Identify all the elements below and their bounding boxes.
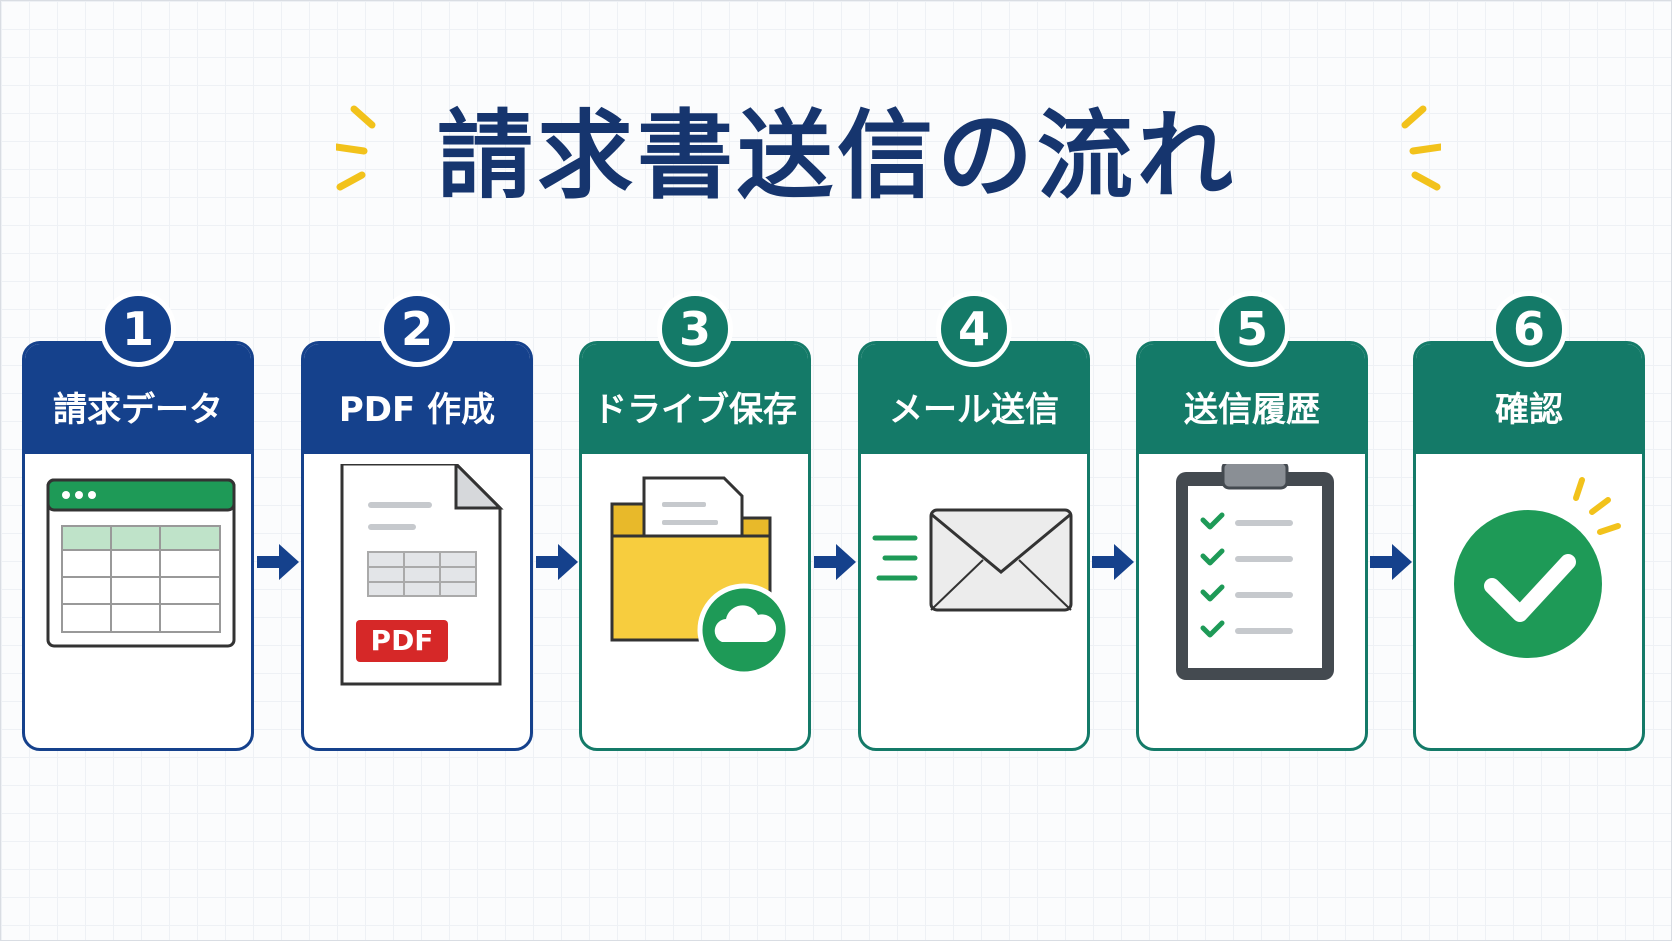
step-5: 送信履歴 5 [1136, 291, 1368, 751]
flow-arrow-icon [1370, 544, 1412, 580]
step-4: メール送信 4 [858, 291, 1090, 751]
step-card: ドライブ保存 [579, 341, 811, 751]
step-6: 確認 6 [1413, 291, 1645, 751]
step-2: PDF 作成 PDF 2 [301, 291, 533, 751]
clipboard-checklist-icon [1176, 464, 1334, 680]
step-3: ドライブ保存 3 [579, 291, 811, 751]
pdf-document-icon [340, 464, 504, 686]
step-number-badge: 4 [936, 291, 1012, 367]
step-card: 請求データ [22, 341, 254, 751]
envelope-icon [872, 508, 1073, 612]
diagram-title: 請求書送信の流れ [437, 100, 1237, 212]
check-circle-icon [1454, 477, 1621, 658]
step-label: PDF 作成 [304, 344, 530, 454]
spreadsheet-icon [46, 478, 236, 648]
flow-arrow-icon [814, 544, 856, 580]
pdf-label-badge: PDF [370, 624, 434, 657]
sparkle-right-icon [1401, 105, 1441, 191]
step-label: メール送信 [861, 344, 1087, 454]
step-number-badge: 1 [100, 291, 176, 367]
step-card: メール送信 [858, 341, 1090, 751]
step-number-badge: 6 [1491, 291, 1567, 367]
step-1: 請求データ 1 [22, 291, 254, 751]
step-number-badge: 5 [1214, 291, 1290, 367]
folder-cloud-icon [610, 476, 791, 677]
sparkle-left-icon [336, 105, 376, 191]
step-number-badge: 3 [657, 291, 733, 367]
step-card: 送信履歴 [1136, 341, 1368, 751]
flow-arrow-icon [257, 544, 299, 580]
step-card: 確認 [1413, 341, 1645, 751]
step-label: 請求データ [25, 344, 251, 454]
step-label: 送信履歴 [1139, 344, 1365, 454]
flow-arrow-icon [536, 544, 578, 580]
flow-arrow-icon [1092, 544, 1134, 580]
step-card: PDF 作成 PDF [301, 341, 533, 751]
step-number-badge: 2 [379, 291, 455, 367]
